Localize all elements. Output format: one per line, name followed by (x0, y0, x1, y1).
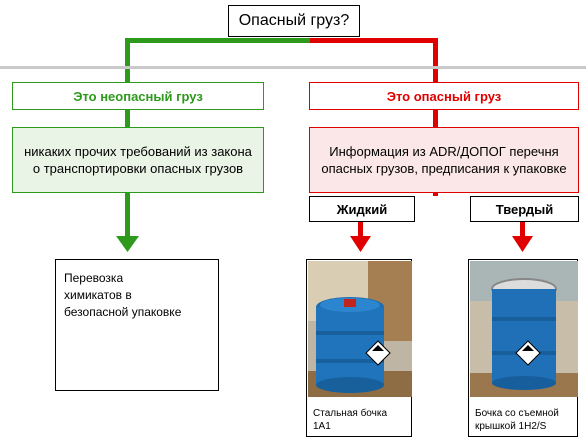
non-hazardous-result-text: Перевозка химикатов в безопасной упаковк… (64, 271, 182, 319)
connector-green-mid (125, 110, 130, 127)
solid-state-label: Твердый (495, 201, 554, 217)
liquid-drum-caption: Стальная бочка 1А1 (313, 408, 388, 432)
connector-left-horizontal (125, 38, 310, 43)
red-arrow-solid-shaft (520, 222, 525, 238)
open-top-blue-drum-photo (470, 261, 578, 397)
non-hazardous-description-box: никаких прочих требований из закона о тр… (12, 127, 264, 193)
hazardous-description-box: Информация из ADR/ДОПОГ перечня опасных … (309, 127, 579, 193)
question-text: Опасный груз? (238, 12, 350, 29)
red-arrow-liquid-shaft (358, 222, 363, 238)
non-hazardous-result-box: Перевозка химикатов в безопасной упаковк… (55, 259, 219, 391)
solid-drum-caption: Бочка со съемной крышкой 1Н2/S (475, 408, 559, 432)
hazardous-label-box: Это опасный груз (309, 82, 579, 110)
connector-red-mid (433, 110, 438, 127)
red-arrow-liquid-head-icon (350, 236, 371, 252)
green-arrow-shaft (125, 193, 130, 238)
non-hazardous-description: никаких прочих требований из закона о тр… (24, 144, 252, 176)
connector-red-to-states (433, 193, 438, 196)
red-arrow-solid-head-icon (512, 236, 533, 252)
closed-blue-drum-photo (308, 261, 412, 397)
hazardous-description: Информация из ADR/ДОПОГ перечня опасных … (321, 144, 567, 176)
liquid-state-label: Жидкий (336, 201, 388, 217)
connector-left-vertical (125, 38, 130, 82)
connector-right-vertical (433, 38, 438, 82)
solid-drum-card: Бочка со съемной крышкой 1Н2/S (468, 259, 578, 437)
non-hazardous-label-box: Это неопасный груз (12, 82, 264, 110)
connector-right-horizontal (310, 38, 438, 43)
solid-state-box: Твердый (470, 196, 579, 222)
liquid-state-box: Жидкий (309, 196, 415, 222)
green-arrow-head-icon (116, 236, 139, 252)
liquid-drum-card: Стальная бочка 1А1 (306, 259, 412, 437)
separator-line (0, 66, 586, 69)
non-hazardous-label: Это неопасный груз (73, 88, 203, 104)
question-box: Опасный груз? (228, 5, 360, 37)
hazardous-label: Это опасный груз (386, 88, 502, 104)
